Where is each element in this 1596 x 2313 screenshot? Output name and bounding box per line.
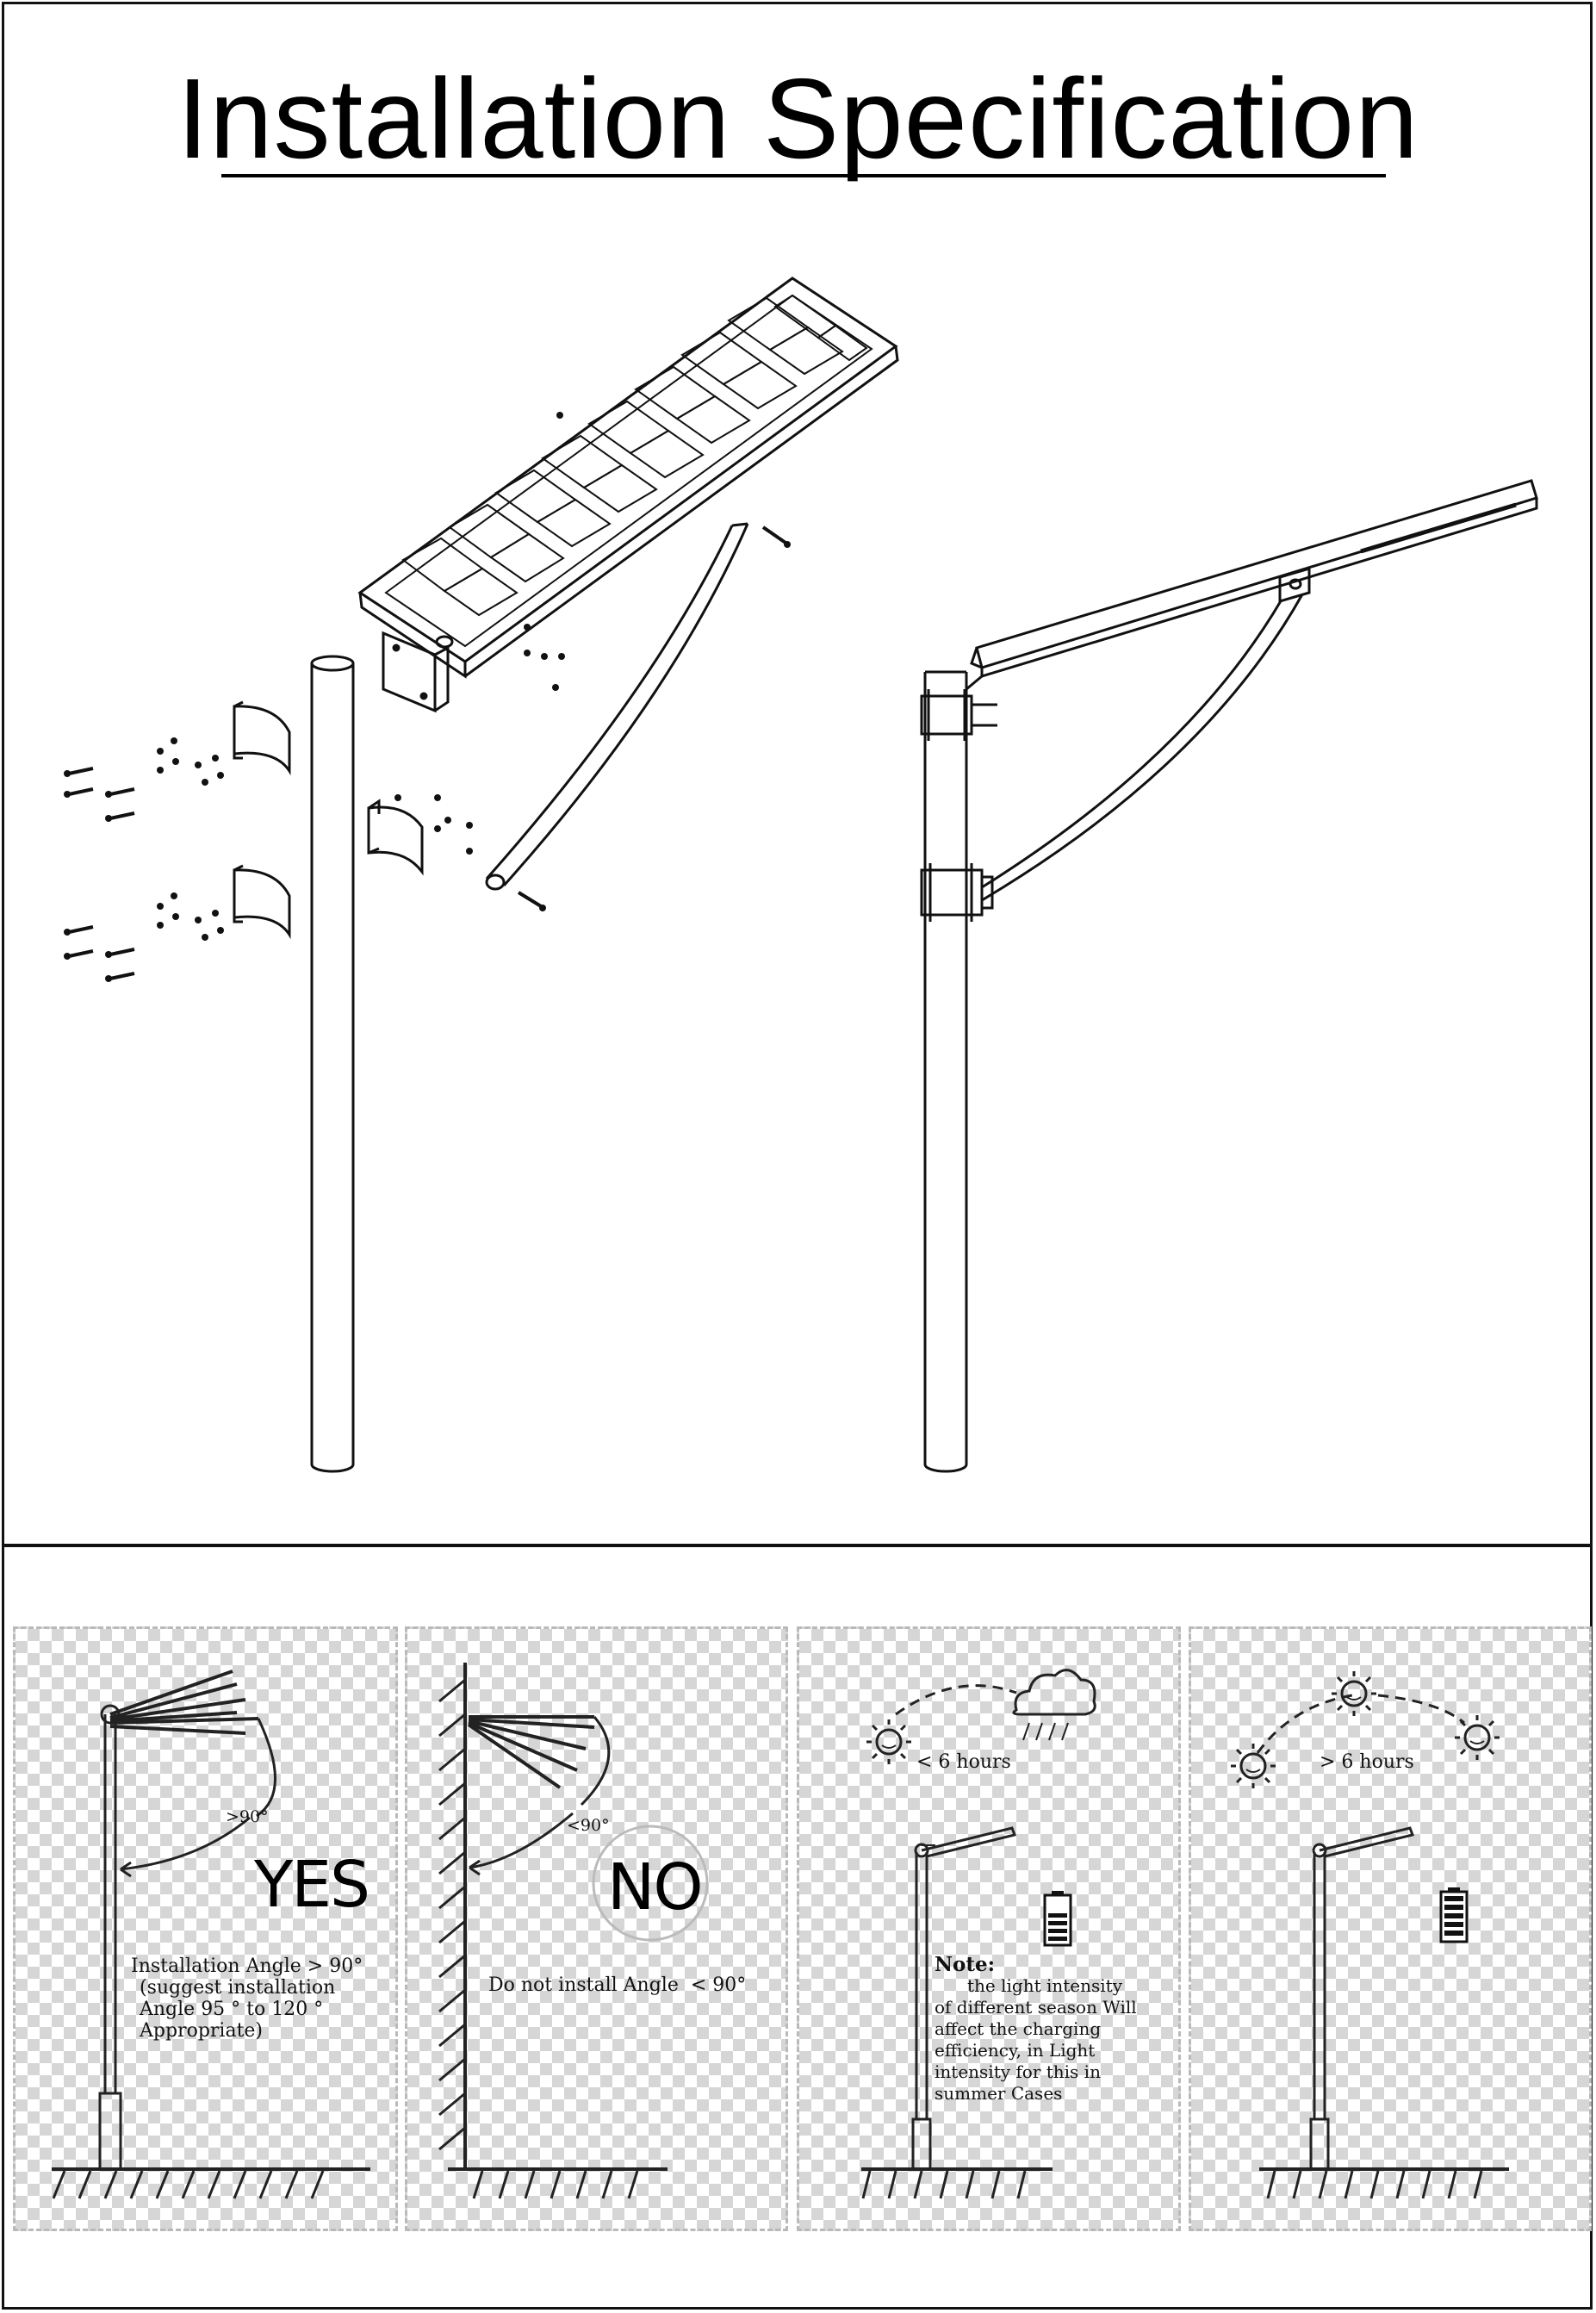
- hours-label-low: < 6 hours: [916, 1751, 1011, 1773]
- note-line: Appropriate): [140, 2020, 264, 2042]
- note-line: Installation Angle > 90°: [131, 1955, 363, 1977]
- panel-no-note: Do not install Angle < 90°: [488, 1974, 747, 1996]
- cloud-rain-icon: [1012, 1669, 1096, 1741]
- pole-clamps: [233, 700, 424, 940]
- note-line: the light intensity: [967, 1975, 1123, 1996]
- wall-no: [438, 1663, 709, 2199]
- pole-low-light: [861, 1684, 1053, 2199]
- sun-icon: [1332, 1671, 1376, 1716]
- page-title: Installation Specification: [177, 55, 1419, 182]
- verdict-yes: YES: [254, 1848, 370, 1922]
- screw-parts: [157, 412, 565, 941]
- note-line: intensity for this in: [935, 2061, 1101, 2082]
- solar-lamp-head: [357, 277, 899, 713]
- battery-icon: [1439, 1887, 1469, 1943]
- panel-light-low: [797, 1626, 1181, 2231]
- support-arm-exploded: [485, 522, 749, 891]
- panel-yes-note: Installation Angle > 90° (suggest instal…: [131, 1955, 363, 2042]
- sun-icon: [1231, 1744, 1276, 1788]
- sun-icon: [866, 1719, 911, 1764]
- note-line: Angle 95 ° to 120 °: [140, 1999, 324, 2020]
- note-line: affect the charging: [935, 2018, 1102, 2039]
- panel-angle-no: [405, 1626, 788, 2231]
- panel-low-note: Note: the light intensity of different s…: [935, 1954, 1137, 2105]
- battery-icon: [1043, 1891, 1072, 1947]
- hours-label-high: > 6 hours: [1320, 1751, 1414, 1773]
- note-line: of different season Will: [935, 1997, 1137, 2018]
- bolt-parts: [68, 525, 787, 980]
- angle-label-yes: >90°: [226, 1807, 269, 1826]
- pole-assembled: [920, 479, 1538, 1473]
- angle-label-no: <90°: [567, 1816, 610, 1835]
- note-line: efficiency, in Light: [935, 2040, 1096, 2061]
- section-divider: [3, 1544, 1593, 1547]
- sun-icon: [1455, 1715, 1500, 1760]
- note-line: summer Cases: [935, 2083, 1063, 2104]
- note-heading: Note:: [935, 1953, 996, 1976]
- installation-diagram: [64, 277, 1538, 1473]
- note-line: (suggest installation: [140, 1977, 336, 1999]
- pole-exploded: [310, 655, 355, 1473]
- pole-yes: [52, 1669, 370, 2199]
- title-underline: [221, 174, 1386, 177]
- verdict-no: NO: [607, 1850, 704, 1924]
- panel-light-high: [1189, 1626, 1592, 2231]
- panel-angle-yes: [13, 1626, 398, 2231]
- pole-high-light: [1256, 1694, 1509, 2199]
